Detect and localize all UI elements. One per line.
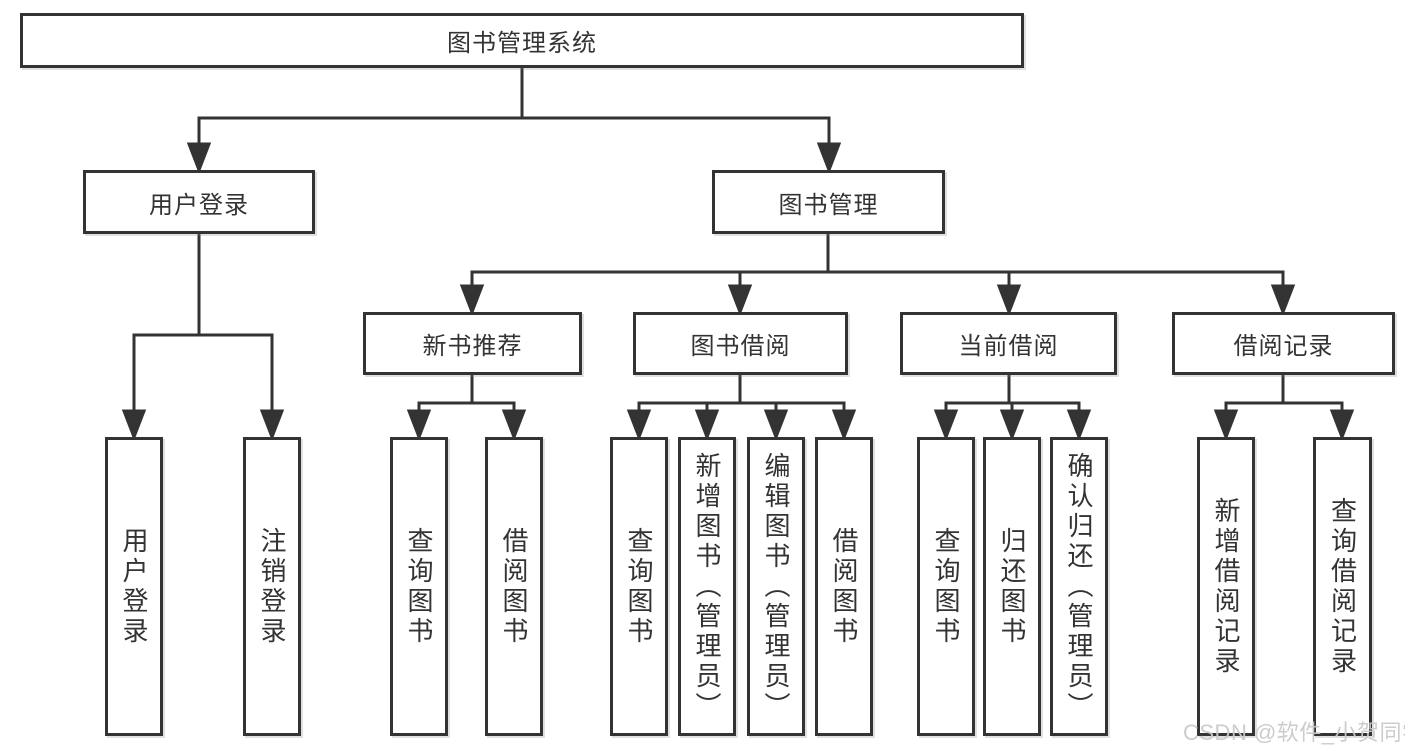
arrowhead-down-icon [1213,409,1239,442]
node-label: 查询图书 [931,526,961,647]
node-label: 查询图书 [404,526,434,647]
node-user-login: 用户登录 [83,170,315,234]
node-query-books-2: 查询图书 [610,437,668,736]
arrowhead-down-icon [626,409,652,442]
node-add-borrow-record: 新增借阅记录 [1197,437,1255,736]
arrowhead-down-icon [1066,409,1092,442]
connector-book-borrowing-to-leaves [626,371,857,442]
arrowhead-down-icon [999,409,1025,442]
node-confirm-return-admin: 确认归还（管理员） [1050,437,1108,736]
node-label: 新增图书（管理员） [692,451,722,722]
node-label: 借阅记录 [1233,333,1334,360]
node-user-login-leaf: 用户登录 [105,437,163,736]
node-borrow-books-1: 借阅图书 [485,437,543,736]
node-book-management: 图书管理 [712,170,945,234]
arrowhead-down-icon [406,409,432,442]
node-label: 借阅图书 [499,526,529,647]
node-label: 图书管理 [778,191,879,219]
node-logout-leaf: 注销登录 [243,437,301,736]
node-label: 查询图书 [624,526,654,647]
node-query-books-1: 查询图书 [390,437,448,736]
arrowhead-down-icon [459,284,485,317]
node-label: 新书推荐 [422,333,523,360]
node-label: 新增借阅记录 [1211,496,1241,677]
node-borrowing-records: 借阅记录 [1172,312,1395,375]
connector-book-management-to-level3 [459,230,1296,317]
node-book-borrowing: 图书借阅 [633,312,848,375]
node-label: 用户登录 [119,526,149,647]
connector-current-borrowing-to-leaves [933,371,1092,442]
connector-user-login-to-leaves [121,230,285,442]
arrowhead-down-icon [763,409,789,442]
node-label: 编辑图书（管理员） [761,451,791,722]
node-borrow-books-2: 借阅图书 [815,437,873,736]
arrowhead-down-icon [1329,409,1355,442]
node-edit-books-admin: 编辑图书（管理员） [747,437,805,736]
node-current-borrowing: 当前借阅 [900,312,1117,375]
node-label: 借阅图书 [829,526,859,647]
node-return-books: 归还图书 [983,437,1041,736]
node-label: 图书借阅 [690,333,791,360]
arrowhead-down-icon [259,409,285,442]
arrowhead-down-icon [121,409,147,442]
arrowhead-down-icon [996,284,1022,317]
node-label: 图书管理系统 [447,30,597,57]
arrowhead-down-icon [831,409,857,442]
node-query-borrow-record: 查询借阅记录 [1313,437,1372,736]
node-label: 确认归还（管理员） [1064,451,1094,722]
connector-new-book-recommend-to-leaves [406,371,527,442]
node-query-books-3: 查询图书 [917,437,975,736]
arrowhead-down-icon [816,142,842,175]
arrowhead-down-icon [186,142,212,175]
arrowhead-down-icon [727,284,753,317]
node-new-book-recommend: 新书推荐 [363,312,582,375]
arrowhead-down-icon [933,409,959,442]
node-label: 归还图书 [997,526,1027,647]
connector-root-to-level2 [186,64,842,175]
csdn-watermark: CSDN @软件_小贺同学 [1183,720,1405,745]
node-add-books-admin: 新增图书（管理员） [678,437,736,736]
node-label: 注销登录 [257,526,287,647]
arrowhead-down-icon [1270,284,1296,317]
node-label: 用户登录 [149,191,249,219]
node-label: 查询借阅记录 [1327,496,1358,677]
node-label: 当前借阅 [958,333,1059,360]
arrowhead-down-icon [501,409,527,442]
connector-borrowing-records-to-leaves [1213,371,1355,442]
node-library-system: 图书管理系统 [20,13,1024,68]
arrowhead-down-icon [694,409,720,442]
